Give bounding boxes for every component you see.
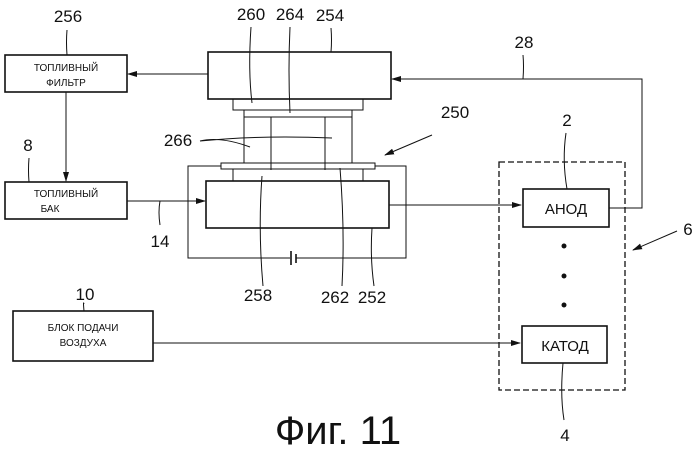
- leader-14: [159, 201, 160, 225]
- cathode-block: КАТОД: [522, 326, 607, 363]
- ref-252: 252: [358, 288, 386, 307]
- upper-plate: [233, 99, 363, 110]
- ellipsis-dot: [562, 274, 567, 279]
- leader-256: [67, 30, 68, 55]
- ref-6: 6: [683, 220, 692, 239]
- fuel-filter-label-1: ТОПЛИВНЫЙ: [34, 61, 98, 74]
- ref-10: 10: [76, 285, 95, 304]
- anode-block: АНОД: [523, 189, 609, 227]
- ref-2: 2: [562, 111, 571, 130]
- electric-circuit: [188, 166, 406, 258]
- electrode-264: [244, 110, 352, 117]
- ref-266: 266: [164, 131, 192, 150]
- fuel-tank-block: ТОПЛИВНЫЙ БАК: [5, 182, 127, 219]
- ref-8: 8: [23, 136, 32, 155]
- air-supply-block: БЛОК ПОДАЧИ ВОЗДУХА: [13, 311, 153, 361]
- ellipsis-dot: [562, 244, 567, 249]
- leader-2: [564, 133, 567, 189]
- pointer-6: [633, 231, 677, 250]
- columns-266: [244, 117, 352, 163]
- cathode-label: КАТОД: [541, 338, 589, 355]
- ref-256: 256: [54, 7, 82, 26]
- fuel-filter-block: ТОПЛИВНЫЙ ФИЛЬТР: [5, 55, 127, 92]
- upper-block-254: [208, 52, 391, 99]
- figure-caption: Фиг. 11: [275, 409, 401, 453]
- anode-label: АНОД: [545, 201, 587, 218]
- ref-258: 258: [244, 286, 272, 305]
- lower-plate-258: [233, 169, 363, 181]
- pointer-250: [385, 135, 432, 155]
- electrode-262: [221, 163, 375, 169]
- ellipsis-dot: [562, 303, 567, 308]
- ref-14: 14: [151, 232, 170, 251]
- leader-266: [200, 137, 332, 147]
- leader-8: [29, 158, 30, 182]
- fuel-filter-label-2: ФИЛЬТР: [46, 78, 86, 89]
- ref-250: 250: [441, 103, 469, 122]
- air-supply-label-1: БЛОК ПОДАЧИ: [48, 323, 119, 334]
- ref-260: 260: [237, 5, 265, 24]
- leader-4: [562, 363, 564, 420]
- air-supply-label-2: ВОЗДУХА: [60, 338, 107, 349]
- ref-254: 254: [316, 6, 344, 25]
- fuel-tank-label-2: БАК: [41, 204, 60, 215]
- ref-262: 262: [321, 288, 349, 307]
- leader-28: [523, 55, 524, 79]
- lower-block-252: [206, 181, 389, 228]
- leader-254: [331, 28, 332, 52]
- leader-258: [260, 176, 263, 286]
- leader-260: [250, 27, 252, 103]
- ref-264: 264: [276, 5, 304, 24]
- ref-4: 4: [560, 426, 569, 445]
- fuel-tank-label-1: ТОПЛИВНЫЙ: [34, 187, 98, 200]
- leader-252: [371, 228, 374, 286]
- leader-10: [84, 303, 85, 311]
- leader-262: [340, 168, 343, 286]
- ref-28: 28: [515, 33, 534, 52]
- leader-264: [289, 27, 290, 113]
